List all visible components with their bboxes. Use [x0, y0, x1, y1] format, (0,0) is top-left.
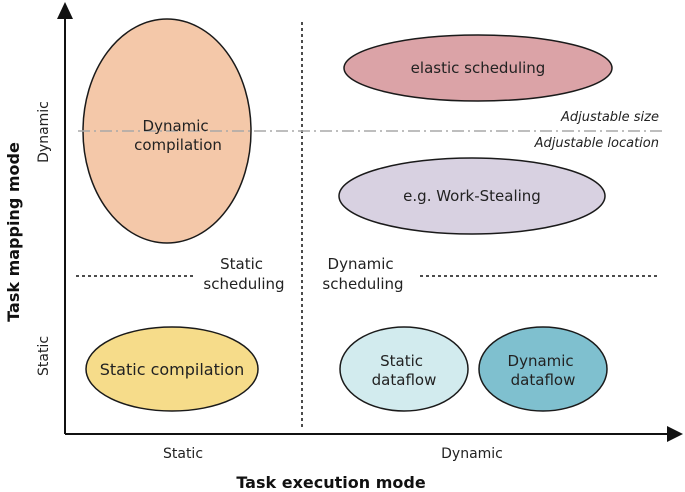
static-compilation-label: Static compilation — [100, 360, 245, 379]
work-stealing-ellipse — [338, 157, 606, 235]
y-tick-static: Static — [36, 336, 52, 376]
x-tick-static: Static — [163, 446, 203, 462]
x-tick-dynamic: Dynamic — [441, 446, 503, 462]
y-axis-arrow — [57, 2, 73, 19]
static-compilation-ellipse — [85, 326, 259, 412]
x-axis-arrow — [667, 426, 683, 442]
work-stealing-label: e.g. Work-Stealing — [403, 187, 541, 205]
y-axis-title: Task mapping mode — [4, 142, 23, 322]
dynamic-dataflow-ellipse — [478, 326, 608, 412]
elastic-scheduling-label: elastic scheduling — [411, 59, 546, 77]
dynamic-scheduling-label: Dynamic scheduling — [322, 255, 403, 293]
dynamic-compilation-label: Dynamic compilation — [134, 117, 222, 154]
adjustable-size-label: Adjustable size — [560, 110, 659, 125]
static-dataflow-label: Static dataflow — [372, 352, 437, 389]
static-scheduling-label: Static scheduling — [203, 255, 284, 293]
static-dataflow-ellipse — [339, 326, 469, 412]
elastic-scheduling-ellipse — [343, 34, 613, 102]
x-axis-title: Task execution mode — [236, 473, 425, 492]
dynamic-dataflow-label: Dynamic dataflow — [508, 352, 579, 389]
adjustable-location-label: Adjustable location — [534, 136, 659, 151]
y-tick-dynamic: Dynamic — [36, 101, 52, 163]
